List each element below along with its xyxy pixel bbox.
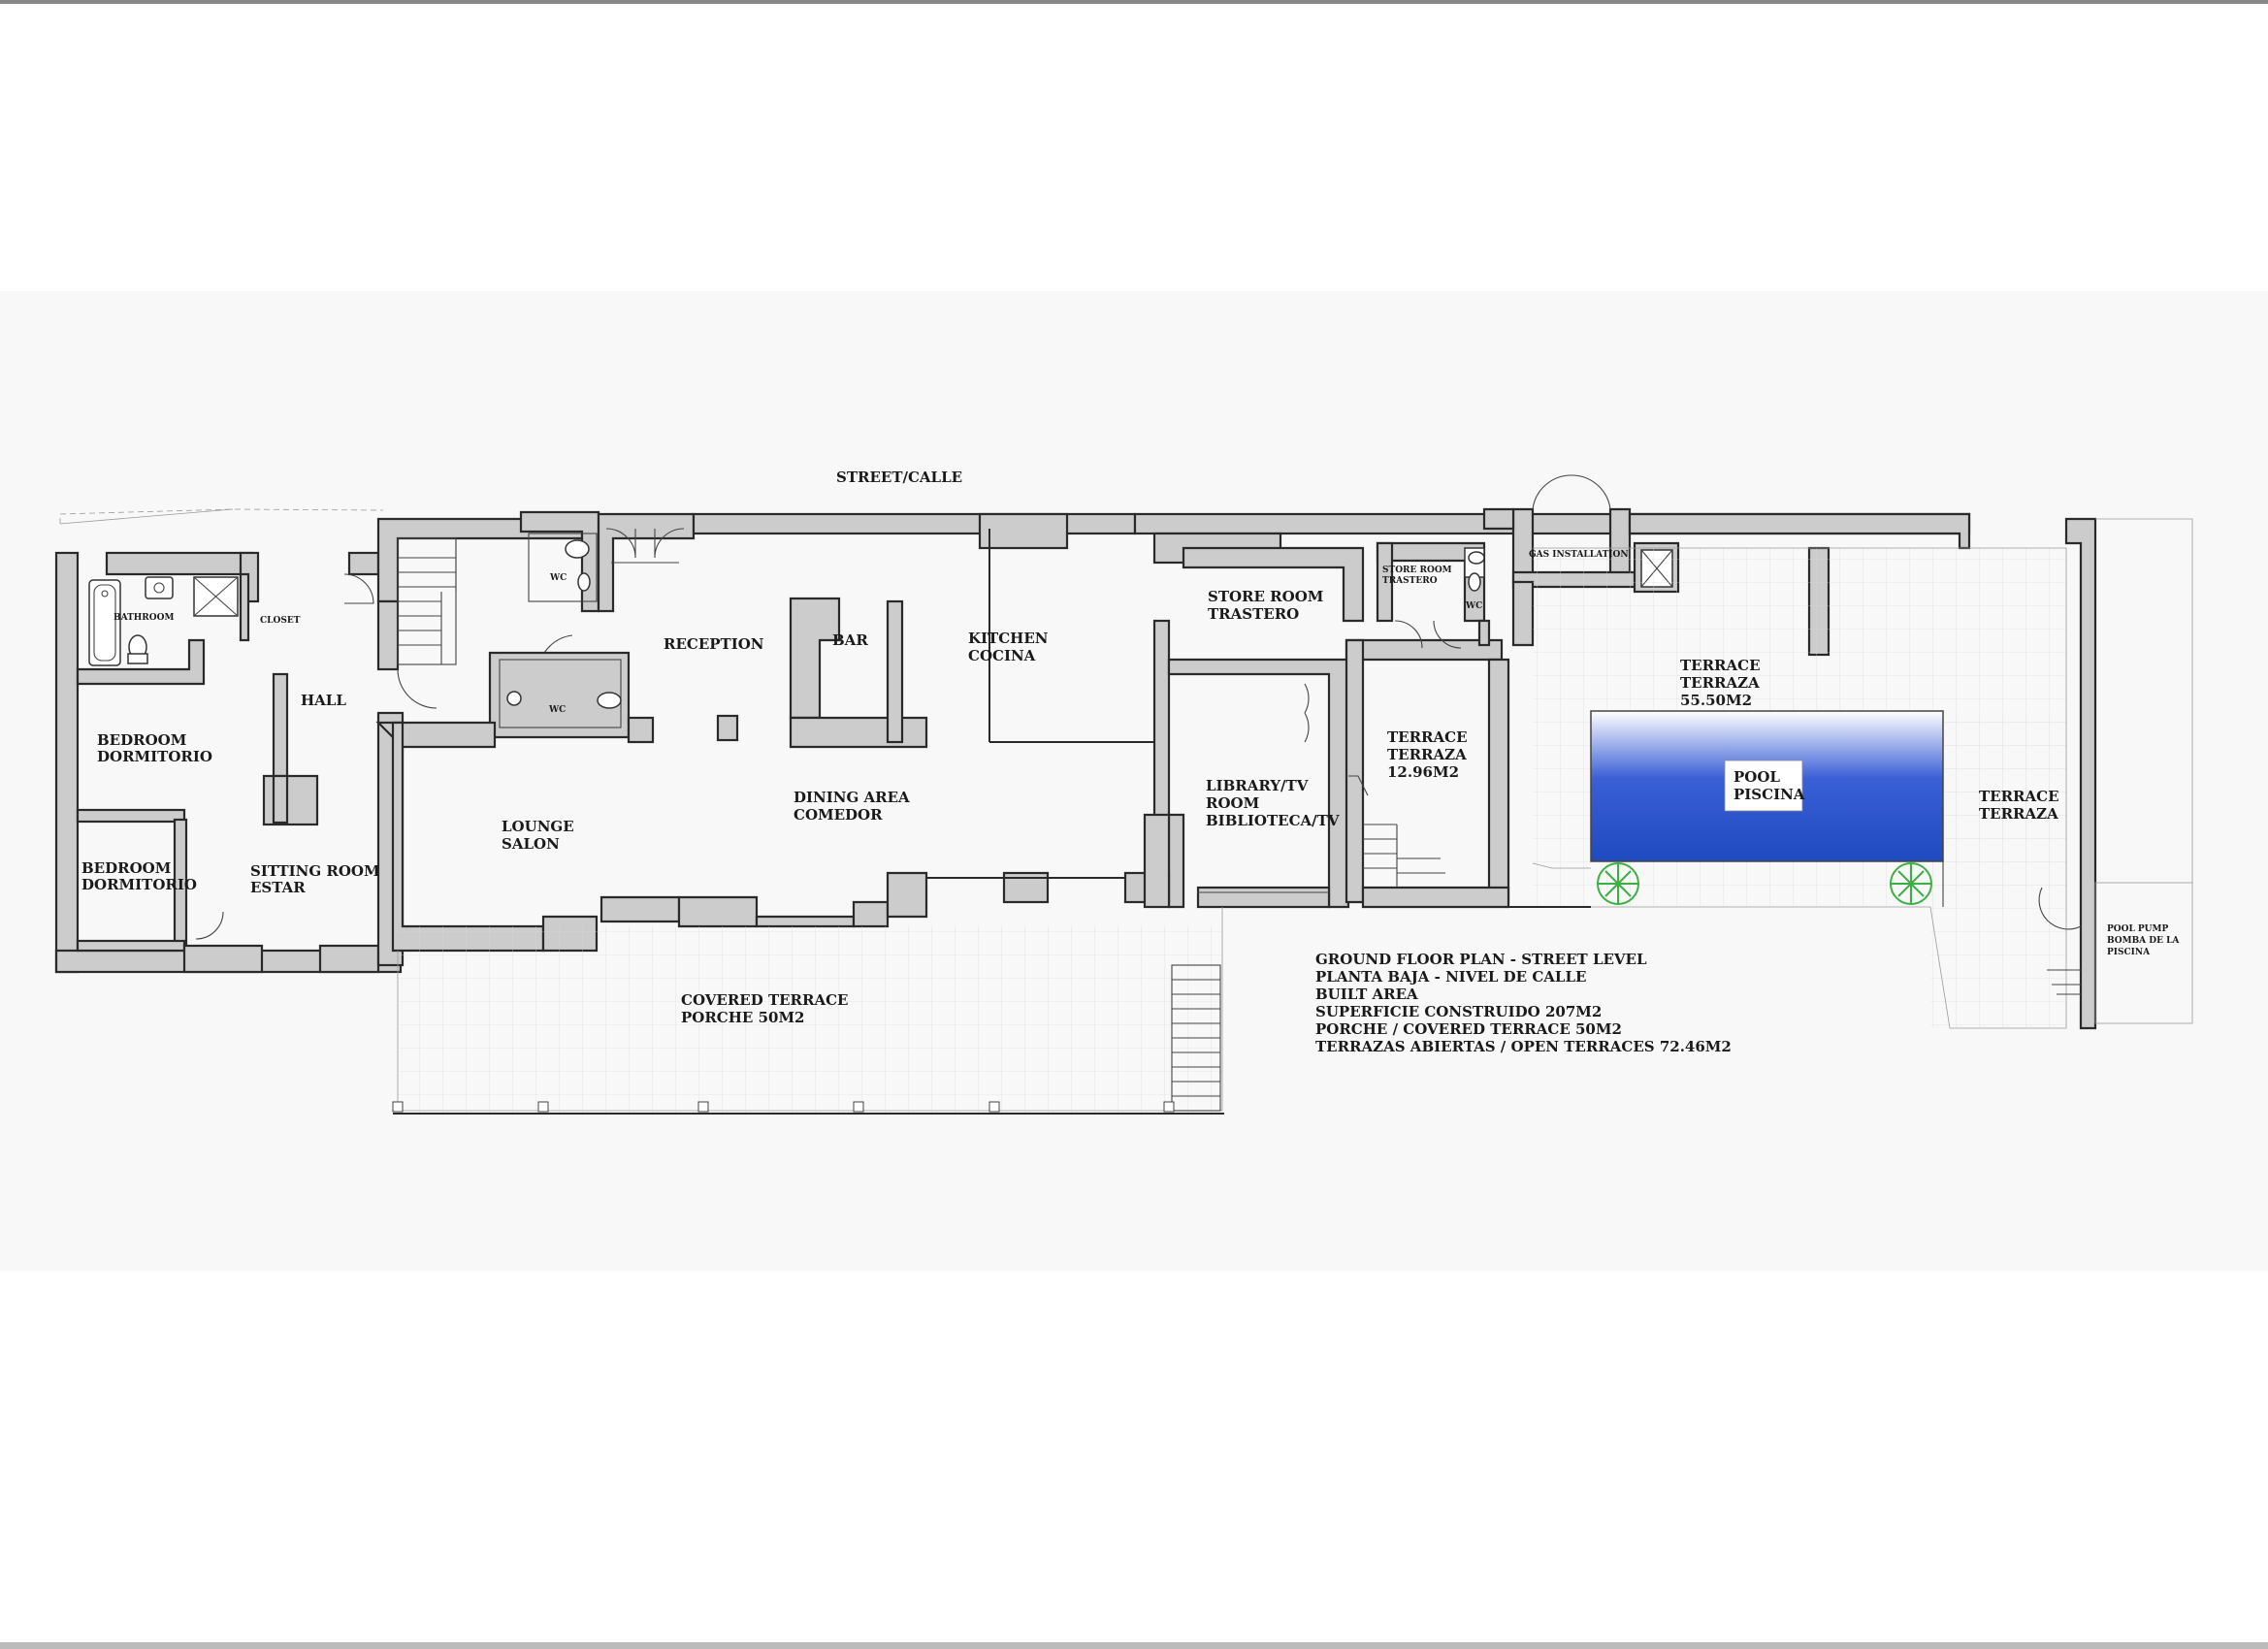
- scan-bottom-edge: [0, 1642, 2268, 1649]
- pool-sublabel: PISCINA: [1733, 786, 1805, 803]
- legend-line-6: TERRAZAS ABIERTAS / OPEN TERRACES 72.46M…: [1315, 1038, 1732, 1055]
- left-wing: [54, 508, 403, 974]
- legend-line-4: SUPERFICIE CONSTRUIDO 207M2: [1315, 1003, 1602, 1020]
- terrace-small-sublabel: TERRAZA: [1387, 746, 1467, 763]
- library-label: LIBRARY/TV: [1206, 777, 1309, 794]
- right-wing: [1482, 474, 2193, 1030]
- pool-label: POOL: [1733, 768, 1780, 786]
- main-core: [375, 510, 1971, 967]
- street-label: STREET/CALLE: [836, 469, 962, 486]
- pool-pump-label: POOL PUMP: [2107, 924, 2168, 934]
- terrace-right-label: TERRACE: [1979, 788, 2059, 805]
- terrace-large-area: 55.50M2: [1680, 692, 1752, 709]
- bar-label: BAR: [832, 631, 868, 649]
- wc-3-label: WC: [1465, 601, 1482, 611]
- hall-label: HALL: [301, 692, 346, 709]
- scan-top-band: [0, 0, 2268, 4]
- closet-label: CLOSET: [260, 616, 301, 626]
- terrace-small-area: 12.96M2: [1387, 763, 1459, 781]
- pool-pump-sublabel-2: PISCINA: [2107, 948, 2151, 957]
- bedroom-2-sublabel: DORMITORIO: [81, 876, 197, 893]
- store-room-label: STORE ROOM: [1208, 588, 1323, 605]
- bedroom-2-label: BEDROOM: [81, 859, 171, 877]
- terrace-large-label: TERRACE: [1680, 657, 1761, 674]
- bathroom-label: BATHROOM: [113, 613, 174, 623]
- plan-legend: GROUND FLOOR PLAN - STREET LEVEL PLANTA …: [1315, 951, 1732, 1055]
- kitchen-label: KITCHEN: [968, 630, 1049, 647]
- store-room-small-label: STORE ROOM: [1382, 566, 1452, 575]
- legend-line-1: GROUND FLOOR PLAN - STREET LEVEL: [1315, 951, 1647, 968]
- gas-installation-label: GAS INSTALLATION: [1529, 550, 1629, 560]
- bedroom-1-label: BEDROOM: [97, 731, 186, 749]
- terrace-large-sublabel: TERRAZA: [1680, 674, 1760, 692]
- pool-pump-sublabel-1: BOMBA DE LA: [2107, 936, 2180, 946]
- lounge-label: LOUNGE: [502, 818, 574, 835]
- legend-line-3: BUILT AREA: [1315, 986, 1418, 1003]
- dining-sublabel: COMEDOR: [794, 806, 883, 824]
- bedroom-1-sublabel: DORMITORIO: [97, 748, 212, 765]
- covered-terrace: [392, 907, 1224, 1116]
- sitting-room-label: SITTING ROOM: [250, 862, 380, 880]
- wc-2-label: WC: [548, 705, 566, 715]
- legend-line-2: PLANTA BAJA - NIVEL DE CALLE: [1315, 968, 1586, 986]
- library-sublabel-1: ROOM: [1206, 794, 1259, 812]
- covered-terrace-label: COVERED TERRACE: [681, 991, 848, 1009]
- wc-1-label: WC: [549, 573, 567, 583]
- reception-label: RECEPTION: [664, 635, 764, 653]
- store-room-small-sublabel: TRASTERO: [1382, 576, 1438, 586]
- store-room-sublabel: TRASTERO: [1208, 605, 1299, 623]
- legend-line-5: PORCHE / COVERED TERRACE 50M2: [1315, 1020, 1622, 1038]
- terrace-right-sublabel: TERRAZA: [1979, 805, 2058, 823]
- kitchen-sublabel: COCINA: [968, 647, 1036, 664]
- lounge-sublabel: SALON: [502, 835, 560, 853]
- library-sublabel-2: BIBLIOTECA/TV: [1206, 812, 1340, 829]
- sitting-room-sublabel: ESTAR: [250, 879, 306, 896]
- covered-terrace-sublabel: PORCHE 50M2: [681, 1009, 805, 1026]
- terrace-small-label: TERRACE: [1387, 728, 1468, 746]
- dining-label: DINING AREA: [794, 789, 910, 806]
- small-terrace-block: [1345, 541, 1510, 909]
